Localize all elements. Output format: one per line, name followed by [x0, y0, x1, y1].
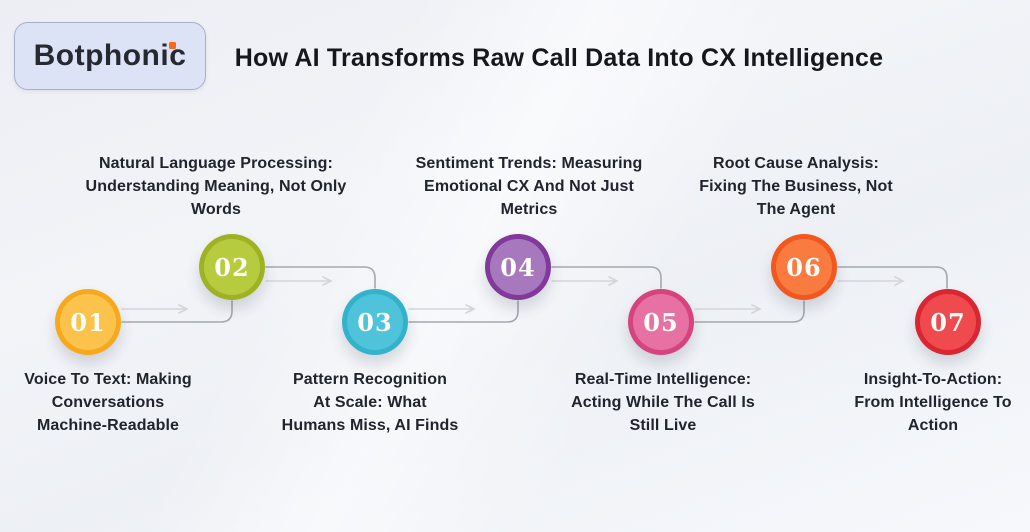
arrow-icon-02 [265, 276, 333, 286]
step-number-03: 03 [357, 307, 393, 337]
connector-elbow-01-02 [121, 300, 233, 323]
step-label-03: Pattern Recognition At Scale: What Human… [281, 371, 459, 434]
logo-i-dot-accent [168, 42, 176, 49]
step-label-05: Real-Time Intelligence: Acting While The… [571, 371, 755, 434]
step-number-01: 01 [70, 307, 106, 337]
step-circle-07: 07 [915, 289, 981, 355]
step-circle-06: 06 [771, 234, 837, 300]
connector-elbow-03-04 [408, 300, 519, 323]
botphonic-logo: Botphonic [14, 22, 206, 90]
connector-elbow-02-03 [265, 266, 376, 289]
step-circle-02: 02 [199, 234, 265, 300]
connector-arrows [121, 276, 905, 314]
arrow-icon-04 [551, 276, 619, 286]
step-label-01: Voice To Text: Making Conversations Mach… [24, 371, 192, 434]
step-label-02: Natural Language Processing: Understandi… [85, 155, 347, 218]
step-number-07: 07 [930, 307, 966, 337]
step-number-04: 04 [500, 252, 536, 282]
arrow-icon-03 [408, 304, 476, 314]
step-label-07: Insight-To-Action: From Intelligence To … [854, 371, 1012, 434]
arrow-icon-01 [121, 304, 189, 314]
step-number-02: 02 [214, 252, 250, 282]
connector-elbows [121, 266, 948, 323]
connector-elbow-05-06 [694, 300, 805, 323]
step-circle-05: 05 [628, 289, 694, 355]
arrow-icon-06 [837, 276, 905, 286]
step-circle-03: 03 [342, 289, 408, 355]
connector-elbow-06-07 [837, 266, 948, 289]
logo-text: Botphonic [34, 39, 187, 73]
logo-wordmark: Botphonic [33, 39, 187, 72]
step-label-06: Root Cause Analysis: Fixing The Business… [699, 155, 893, 218]
arrow-icon-05 [694, 304, 762, 314]
step-circle-01: 01 [55, 289, 121, 355]
connector-elbow-04-05 [551, 266, 662, 289]
step-number-06: 06 [786, 252, 822, 282]
step-number-05: 05 [643, 307, 679, 337]
page-title: How AI Transforms Raw Call Data Into CX … [234, 44, 884, 72]
step-label-04: Sentiment Trends: Measuring Emotional CX… [415, 155, 643, 218]
step-circle-04: 04 [485, 234, 551, 300]
